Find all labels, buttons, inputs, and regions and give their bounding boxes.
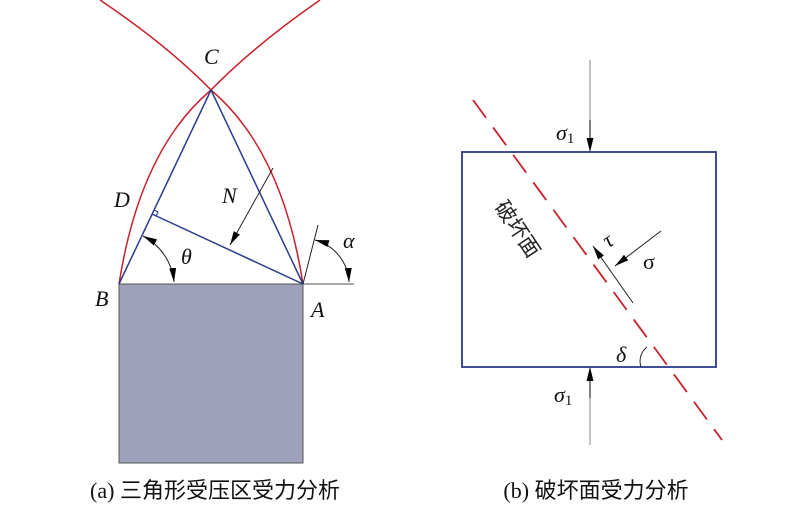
force-n-arrow	[229, 167, 274, 246]
theta-label: θ	[181, 244, 192, 269]
failure-plane-label: 破坏面	[490, 196, 545, 262]
failure-arc-left	[118, 0, 321, 285]
alpha-reference-line	[302, 224, 319, 285]
sigma1-bottom-label: σ1	[554, 382, 572, 409]
shear-tau-arrow	[592, 245, 634, 304]
caption-a: (a) 三角形受压区受力分析	[90, 478, 340, 503]
point-a-label: A	[309, 297, 325, 322]
delta-arc	[639, 346, 648, 368]
point-d-label: D	[113, 187, 130, 212]
alpha-label: α	[343, 228, 355, 253]
panel-b: σ1 σ1 τ σ δ 破坏面 (b) 破坏面受力分析	[461, 60, 723, 503]
failure-plane	[472, 99, 723, 441]
compression-block	[118, 283, 304, 464]
failure-arc-right	[99, 0, 304, 285]
specimen-rect	[461, 151, 717, 368]
sigma-label: σ	[643, 249, 655, 274]
tau-label: τ	[597, 227, 619, 253]
point-b-label: B	[95, 286, 108, 311]
theta-arc	[142, 235, 177, 283]
normal-sigma-arrow	[614, 230, 662, 267]
line-ad	[151, 213, 304, 285]
point-c-label: C	[204, 44, 219, 69]
delta-label: δ	[616, 342, 627, 367]
alpha-arc	[314, 239, 352, 283]
triangle-abc	[118, 88, 304, 285]
caption-b: (b) 破坏面受力分析	[503, 478, 688, 503]
right-angle-marker	[153, 209, 159, 217]
force-n-label: N	[221, 183, 238, 208]
panel-a: C D N θ α B A (a) 三角形受压区受力分析	[90, 0, 355, 503]
sigma1-top-label: σ1	[556, 120, 574, 147]
